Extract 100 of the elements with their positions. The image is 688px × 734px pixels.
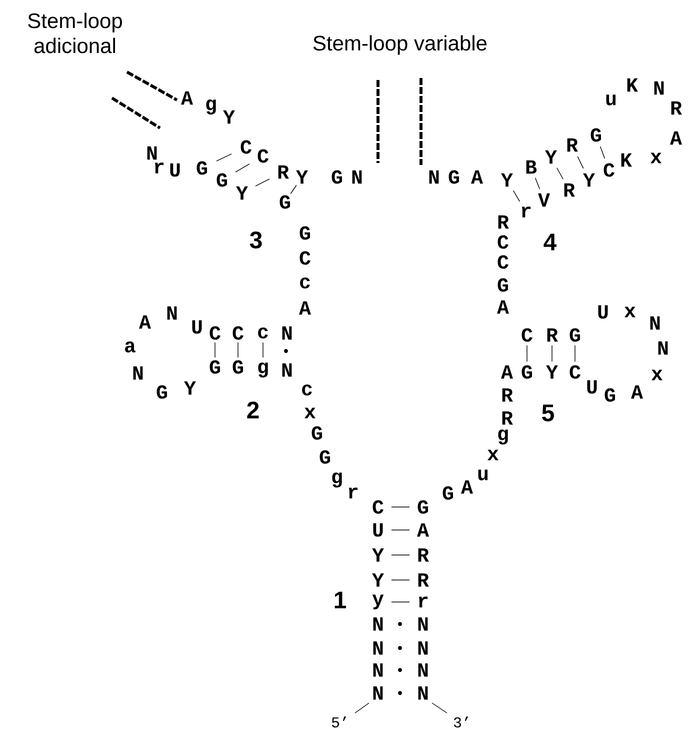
nucleotide-letter: A <box>299 301 311 315</box>
nucleotide-letter: C <box>604 163 614 177</box>
stem-loop-label: Stem-loop adicional <box>28 12 122 54</box>
nucleotide-letter: Y <box>184 381 196 395</box>
nucleotide-letter: G <box>320 450 330 464</box>
nucleotide-letter: g <box>332 472 342 488</box>
nucleotide-letter: y <box>372 594 384 610</box>
nucleotide-letter: x <box>487 450 498 460</box>
nucleotide-letter: U <box>598 305 608 319</box>
nucleotide-letter: A <box>139 315 151 329</box>
stem-number: 5 <box>542 404 554 422</box>
nucleotide-letter: R <box>671 101 682 115</box>
nucleotide-letter: R <box>418 548 429 562</box>
nucleotide-letter: R <box>547 328 558 342</box>
nucleotide-letter: N <box>167 306 177 320</box>
nucleotide-letter: N <box>133 366 143 380</box>
nucleotide-letter: G <box>216 173 227 187</box>
nucleotide-letter: R <box>567 138 578 152</box>
nucleotide-letter: G <box>332 170 342 184</box>
nucleotide-letter: U <box>192 320 202 334</box>
nucleotide-letter: R <box>502 388 513 402</box>
nucleotide-letter: A <box>670 131 682 145</box>
strand-end-label: 3’ <box>454 716 468 728</box>
nucleotide-letter: A <box>471 170 483 184</box>
nucleotide-letter: x <box>304 408 316 418</box>
nucleotide-letter: G <box>498 278 508 292</box>
nucleotide-letter: G <box>604 388 615 402</box>
nucleotide-letter: R <box>564 183 575 197</box>
nucleotide-letter: N <box>147 146 157 160</box>
nucleotide-letter: C <box>232 326 244 340</box>
nucleotide-letter: Y <box>546 365 558 379</box>
nucleotide-letter: K <box>621 153 632 167</box>
nucleotide-letter: N <box>654 81 664 95</box>
nucleotide-letter: N <box>658 341 668 355</box>
nucleotide-letter: A <box>631 385 643 399</box>
strand-end-label: 5’ <box>332 716 346 728</box>
stem-loop-label: Stem-loop variable <box>313 35 487 55</box>
nucleotide-letter: x <box>624 306 636 318</box>
stem-number: 4 <box>544 234 557 250</box>
nucleotide-letter: U <box>170 163 180 177</box>
nucleotide-letter: N <box>282 363 292 377</box>
nucleotide-letter: N <box>650 316 660 330</box>
nucleotide-letter: G <box>232 360 243 374</box>
nucleotide-letter: Y <box>372 573 384 587</box>
nucleotide-letter: C <box>522 328 532 342</box>
nucleotide-letter: r <box>348 488 358 498</box>
nucleotide-letter: Y <box>296 170 308 184</box>
nucleotide-letter: K <box>627 78 638 92</box>
nucleotide-letter: N <box>373 617 383 631</box>
nucleotide-letter: C <box>258 149 268 163</box>
nucleotide-letter: N <box>373 686 383 700</box>
nucleotide-letter: R <box>498 215 509 229</box>
nucleotide-letter: r <box>522 206 531 218</box>
nucleotide-letter: G <box>210 360 220 374</box>
nucleotide-letter: r <box>154 162 164 174</box>
nucleotide-letter: c <box>302 384 312 396</box>
nucleotide-letter: N <box>418 686 428 700</box>
nucleotide-letter: G <box>570 328 580 342</box>
nucleotide-letter: Y <box>545 150 557 164</box>
nucleotide-letter: G <box>156 385 167 399</box>
nucleotide-letter: C <box>210 326 220 340</box>
nucleotide-letter: A <box>417 523 429 537</box>
nucleotide-letter: G <box>196 161 207 175</box>
nucleotide-letter: G <box>448 170 459 184</box>
nucleotide-letter: Y <box>372 548 384 562</box>
nucleotide-letter: N <box>373 641 383 655</box>
nucleotide-letter: u <box>606 94 616 106</box>
nucleotide-letter: N <box>282 326 292 340</box>
nucleotide-letter: C <box>240 140 252 154</box>
nucleotide-letter: C <box>498 235 508 249</box>
stem-number: 2 <box>247 402 259 418</box>
nucleotide-letter: C <box>300 251 310 265</box>
nucleotide-letter: x <box>651 370 662 380</box>
nucleotide-letter: g <box>258 362 268 378</box>
nucleotide-letter: Y <box>236 186 248 200</box>
nucleotide-letter: C <box>498 255 508 269</box>
nucleotide-letter: N <box>418 663 428 677</box>
nucleotide-letter: G <box>522 365 532 379</box>
nucleotide-letter: G <box>590 128 601 142</box>
nucleotide-letter: x <box>650 152 662 164</box>
stem-number: 1 <box>334 592 346 608</box>
nucleotide-letter: g <box>498 430 508 444</box>
nucleotide-letter: c <box>300 278 310 288</box>
nucleotide-letter: Y <box>223 110 235 124</box>
nucleotide-letter: G <box>418 500 428 514</box>
nucleotide-letter: U <box>587 380 597 394</box>
nucleotide-letter: A <box>461 480 473 494</box>
nucleotide-letter: V <box>538 193 550 207</box>
nucleotide-letter: C <box>372 500 384 514</box>
nucleotide-letter: c <box>258 328 268 338</box>
nucleotide-letter: A <box>497 300 509 314</box>
nucleotide-letter: N <box>429 170 439 184</box>
nucleotide-letter: r <box>418 596 428 608</box>
nucleotide-letter: N <box>373 663 383 677</box>
nucleotide-letter: g <box>206 100 216 114</box>
stem-number: 3 <box>250 232 262 248</box>
nucleotide-letter: G <box>280 195 290 209</box>
nucleotide-letter: N <box>352 170 362 184</box>
nucleotide-letter: R <box>418 573 429 587</box>
nucleotide-letter: A <box>181 91 193 105</box>
